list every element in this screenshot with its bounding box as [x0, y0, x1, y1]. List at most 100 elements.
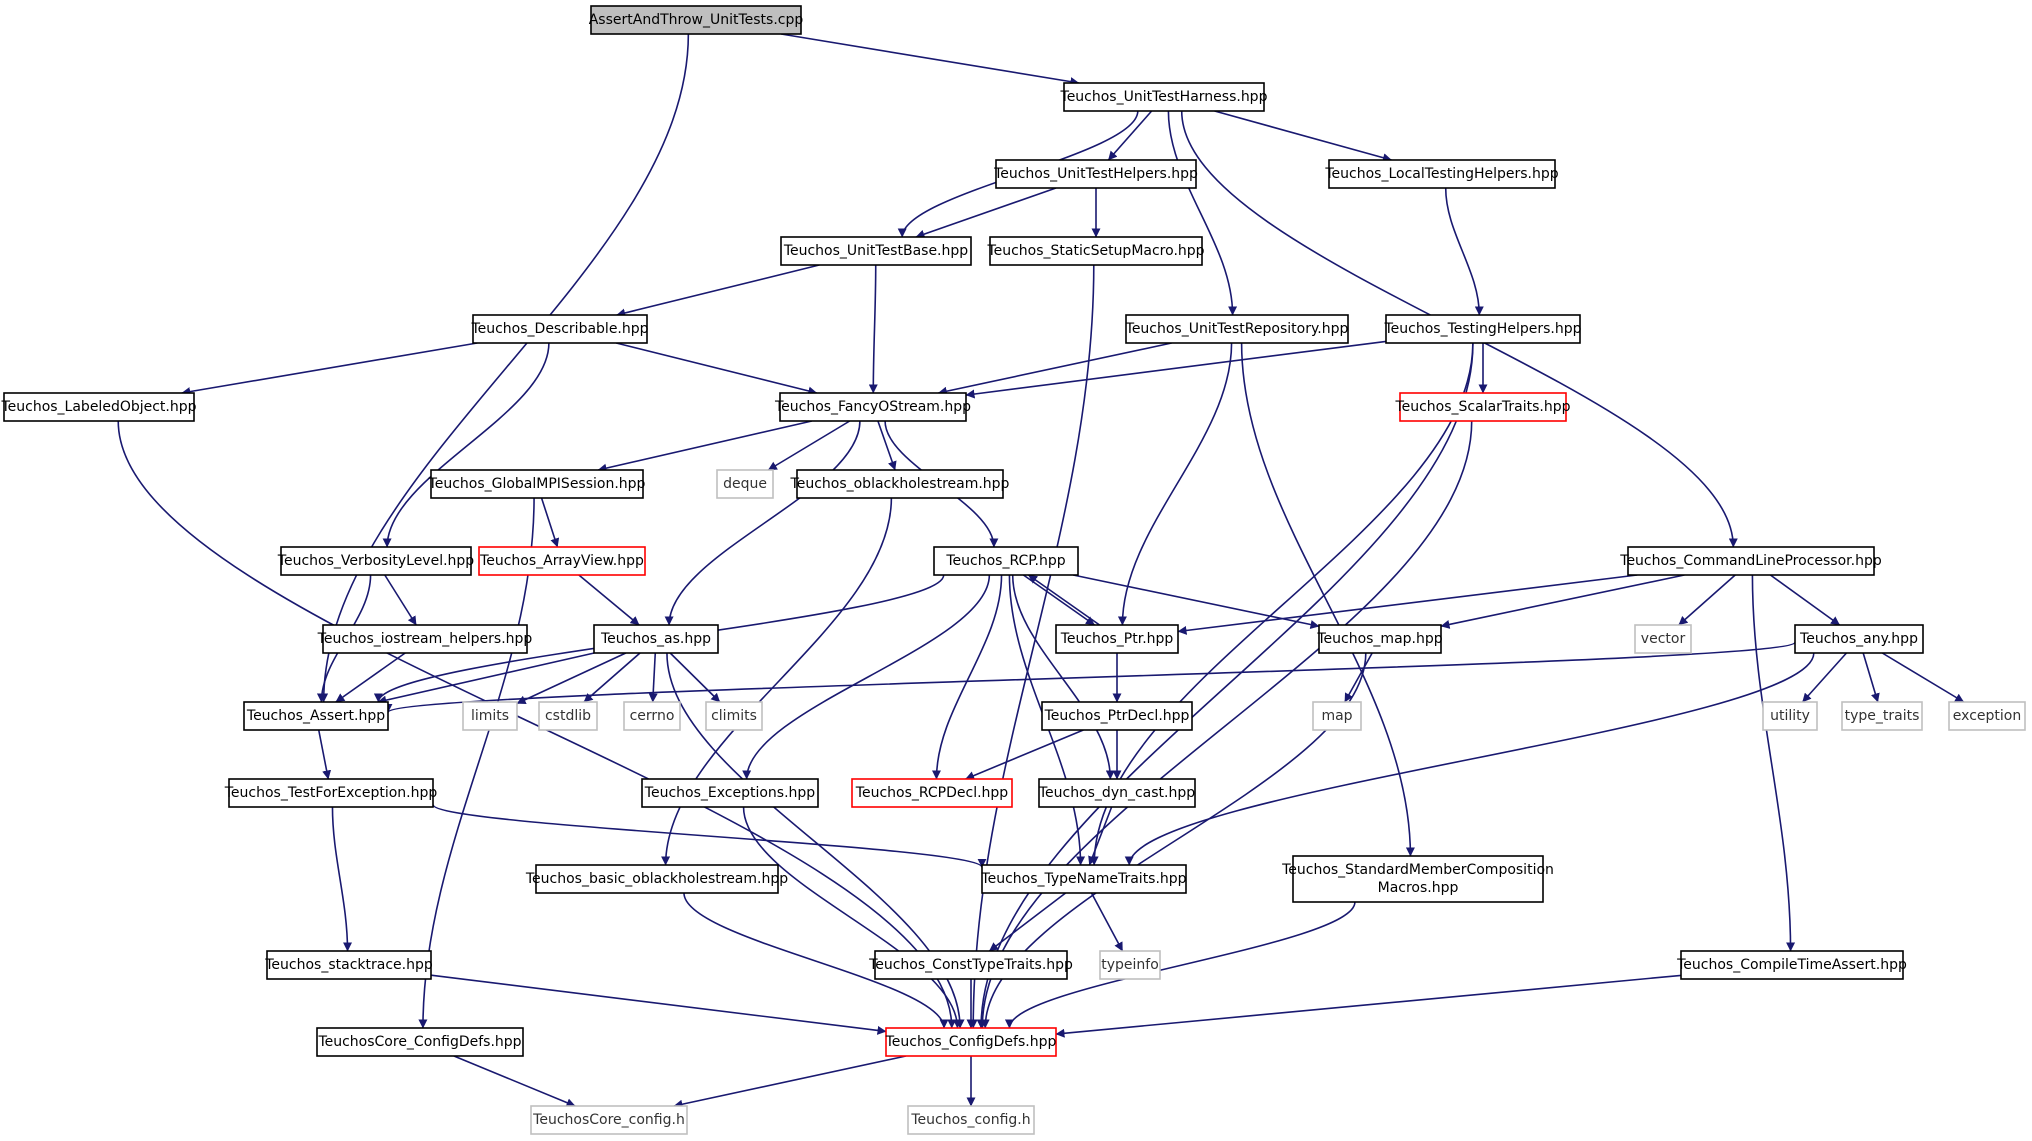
node-map: map	[1312, 701, 1362, 731]
node-box	[885, 1027, 1057, 1057]
node-label: Teuchos_PtrDecl.hpp	[1044, 708, 1190, 724]
node-box	[1399, 392, 1567, 422]
edge-as-to-limits	[516, 652, 627, 705]
node-label: Teuchos_stacktrace.hpp	[264, 957, 433, 973]
node-label: Teuchos_as.hpp	[600, 631, 711, 647]
node-label: Teuchos_config.h	[910, 1112, 1030, 1128]
edge-labeled-to-cfgdefs	[117, 420, 957, 1029]
node-teuchos-localtestinghelpers-hpp[interactable]: Teuchos_LocalTestingHelpers.hpp	[1324, 159, 1559, 189]
node-teuchos-describable-hpp[interactable]: Teuchos_Describable.hpp	[470, 314, 649, 344]
node-box	[472, 314, 648, 344]
edge-utbase-to-fancy	[868, 264, 878, 394]
node-teuchos-any-hpp[interactable]: Teuchos_any.hpp	[1794, 624, 1924, 654]
node-teuchos-arrayview-hpp[interactable]: Teuchos_ArrayView.hpp	[478, 546, 646, 576]
edge-utrepo-to-fancy	[937, 342, 1172, 396]
edge-tnt-to-ctt	[988, 892, 1067, 952]
node-teuchos-oblackholestream-hpp[interactable]: Teuchos_oblackholestream.hpp	[790, 469, 1010, 499]
node-label: TeuchosCore_config.h	[532, 1112, 685, 1128]
node-box	[779, 392, 967, 422]
node-box	[1948, 701, 2026, 731]
node-teuchos-ptrdecl-hpp[interactable]: Teuchos_PtrDecl.hpp	[1041, 701, 1193, 731]
node-teuchos-as-hpp[interactable]: Teuchos_as.hpp	[593, 624, 719, 654]
node-teuchos-basic-oblackholestream-hpp[interactable]: Teuchos_basic_oblackholestream.hpp	[525, 864, 788, 894]
node-box	[874, 950, 1068, 980]
edge-arrview-to-as	[578, 574, 640, 626]
node-box	[1099, 950, 1161, 980]
node-box	[1634, 624, 1692, 654]
node-box	[535, 864, 779, 894]
node-box	[933, 546, 1079, 576]
edge-smcm-to-cfgdefs	[1004, 901, 1356, 1029]
node-box	[228, 778, 434, 808]
node-teuchos-assert-hpp[interactable]: Teuchos_Assert.hpp	[243, 701, 389, 731]
edge-testh-to-fancy	[965, 340, 1387, 399]
node-box	[322, 624, 528, 654]
edge-root-to-assert	[319, 33, 690, 703]
edge-any-to-typetraits	[1862, 652, 1880, 703]
node-teuchos-unittestrepository-hpp[interactable]: Teuchos_UnitTestRepository.hpp	[1125, 314, 1349, 344]
node-teuchos-commandlineprocessor-hpp[interactable]: Teuchos_CommandLineProcessor.hpp	[1619, 546, 1882, 576]
node-vector: vector	[1634, 624, 1692, 654]
node-teuchos-scalartraits-hpp[interactable]: Teuchos_ScalarTraits.hpp	[1394, 392, 1571, 422]
node-teuchos-verbositylevel-hpp[interactable]: Teuchos_VerbosityLevel.hpp	[277, 546, 475, 576]
node-teuchos-unittestharness-hpp[interactable]: Teuchos_UnitTestHarness.hpp	[1060, 82, 1268, 112]
node-box	[1125, 314, 1349, 344]
node-layer: AssertAndThrow_UnitTests.cppTeuchos_Unit…	[0, 5, 2026, 1135]
node-teuchos-iostream-helpers-hpp[interactable]: Teuchos_iostream_helpers.hpp	[317, 624, 533, 654]
node-box	[590, 5, 802, 35]
node-teuchos-map-hpp[interactable]: Teuchos_map.hpp	[1316, 624, 1443, 654]
node-teuchos-ptr-hpp[interactable]: Teuchos_Ptr.hpp	[1055, 624, 1179, 654]
node-teuchos-dyn-cast-hpp[interactable]: Teuchos_dyn_cast.hpp	[1038, 778, 1196, 808]
node-teuchos-typenametraits-hpp[interactable]: Teuchos_TypeNameTraits.hpp	[980, 864, 1187, 894]
edge-any-to-tnt	[1124, 652, 1815, 866]
node-teuchos-unittesthelpers-hpp[interactable]: Teuchos_UnitTestHelpers.hpp	[993, 159, 1198, 189]
node-box	[1680, 950, 1904, 980]
node-teuchos-configdefs-hpp[interactable]: Teuchos_ConfigDefs.hpp	[885, 1027, 1057, 1057]
node-assertandthrow-unittests-cpp[interactable]: AssertAndThrow_UnitTests.cpp	[589, 5, 804, 35]
node-teuchos-consttypetraits-hpp[interactable]: Teuchos_ConstTypeTraits.hpp	[868, 950, 1073, 980]
node-box	[851, 778, 1013, 808]
node-teuchos-fancyostream-hpp[interactable]: Teuchos_FancyOStream.hpp	[774, 392, 971, 422]
node-teuchoscore-configdefs-hpp[interactable]: TeuchosCore_ConfigDefs.hpp	[316, 1027, 524, 1057]
edge-basicob-to-cfgdefs	[683, 892, 949, 1029]
node-label: Teuchos_UnitTestHarness.hpp	[1060, 89, 1268, 105]
node-label: Teuchos_iostream_helpers.hpp	[317, 631, 533, 647]
edge-fancy-to-oblack	[877, 420, 897, 471]
node-label: Teuchos_LocalTestingHelpers.hpp	[1324, 166, 1558, 182]
node-teuchos-globalmpisession-hpp[interactable]: Teuchos_GlobalMPISession.hpp	[428, 469, 646, 499]
edge-describ-to-labeled	[181, 342, 478, 397]
edge-as-to-cstdlib	[583, 652, 641, 703]
node-label: cstdlib	[545, 708, 591, 724]
node-label: Teuchos_map.hpp	[1316, 631, 1442, 647]
node-teuchos-staticsetupmacro-hpp[interactable]: Teuchos_StaticSetupMacro.hpp	[986, 236, 1205, 266]
edge-rcp-to-exc	[742, 574, 991, 780]
edge-fancy-to-deque	[767, 420, 851, 471]
node-cerrno: cerrno	[623, 701, 681, 731]
node-label: AssertAndThrow_UnitTests.cpp	[589, 12, 804, 28]
edge-uthelp-to-utbase	[915, 187, 1057, 239]
node-label: climits	[711, 708, 757, 724]
node-teuchos-compiletimeassert-hpp[interactable]: Teuchos_CompileTimeAssert.hpp	[1676, 950, 1907, 980]
node-teuchos-stacktrace-hpp[interactable]: Teuchos_stacktrace.hpp	[264, 950, 433, 980]
edge-as-to-climits	[669, 652, 721, 703]
node-box	[1055, 624, 1179, 654]
node-label: Teuchos_CommandLineProcessor.hpp	[1619, 553, 1882, 569]
node-label: Teuchos_UnitTestBase.hpp	[783, 243, 968, 259]
node-teuchos-testinghelpers-hpp[interactable]: Teuchos_TestingHelpers.hpp	[1384, 314, 1582, 344]
node-label: Teuchos_GlobalMPISession.hpp	[428, 476, 646, 492]
node-box	[1038, 778, 1196, 808]
edge-clp-to-ptr	[1177, 574, 1638, 635]
edge-exc-to-cfgdefs	[742, 806, 962, 1029]
node-teuchos-unittestbase-hpp[interactable]: Teuchos_UnitTestBase.hpp	[780, 236, 972, 266]
node-teuchos-labeledobject-hpp[interactable]: Teuchos_LabeledObject.hpp	[0, 392, 197, 422]
node-label: Teuchos_oblackholestream.hpp	[790, 476, 1010, 492]
edge-any-to-utility	[1801, 652, 1848, 703]
node-teuchos-exceptions-hpp[interactable]: Teuchos_Exceptions.hpp	[641, 778, 819, 808]
node-box	[1312, 701, 1362, 731]
node-teuchos-rcp-hpp[interactable]: Teuchos_RCP.hpp	[933, 546, 1079, 576]
node-teuchos-rcpdecl-hpp[interactable]: Teuchos_RCPDecl.hpp	[851, 778, 1013, 808]
node-teuchos-testforexception-hpp[interactable]: Teuchos_TestForException.hpp	[224, 778, 438, 808]
node-box	[995, 159, 1197, 189]
node-teuchos-standardmembercomposition[interactable]: Teuchos_StandardMemberCompositionMacros.…	[1281, 855, 1554, 903]
node-box	[907, 1105, 1035, 1135]
